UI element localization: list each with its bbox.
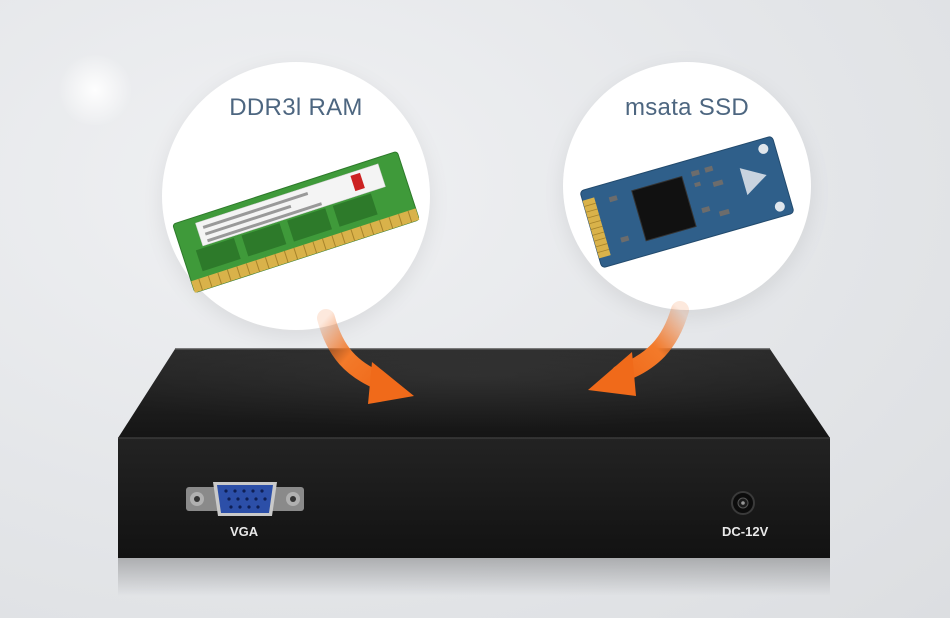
dc-power-jack [731,491,755,515]
ssd-label: msata SSD [624,94,750,121]
ram-callout: DDR3l RAM [162,62,430,330]
arrow-ram-to-case [317,309,414,404]
case-reflection [118,556,830,596]
vga-label: VGA [230,524,259,539]
msata-ssd-image [580,136,794,268]
dc-label: DC-12V [722,524,769,539]
vga-port [186,482,304,516]
arrow-ssd-to-case [588,301,689,396]
background-glow [55,55,135,125]
ssd-callout: msata SSD [563,62,811,310]
ram-label: DDR3l RAM [229,94,363,121]
ram-module-image [172,151,420,293]
